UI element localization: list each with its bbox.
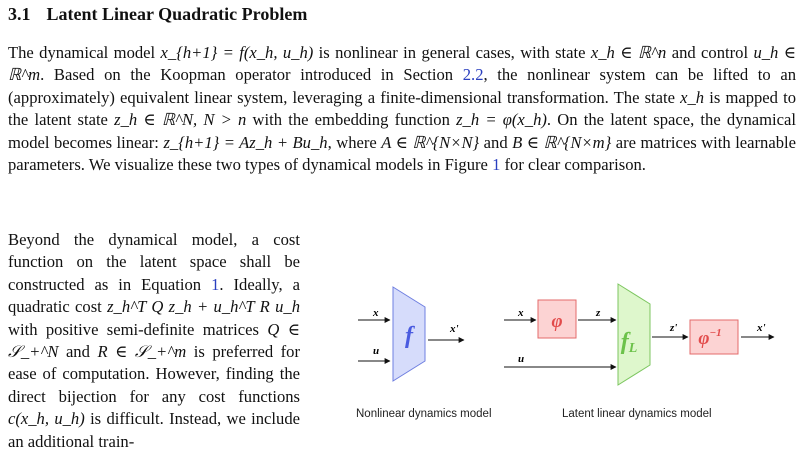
math-dynamics: x_{h+1} = f(x_h, u_h) — [160, 43, 314, 62]
f-block — [392, 286, 426, 382]
text: is nonlinear in general cases, with stat… — [313, 43, 591, 62]
paragraph-cost-function: Beyond the dynamical model, a cost funct… — [8, 229, 300, 453]
math-quadratic-cost: z_h^T Q z_h + u_h^T R u_h — [107, 297, 301, 317]
text: and — [479, 132, 513, 152]
text: The dynamical model — [8, 43, 161, 62]
section-ref-link[interactable]: 2.2 — [462, 65, 484, 85]
math-A: A ∈ ℝ^{N×N} — [381, 132, 480, 152]
text: , the nonlinear system can be lifted to … — [8, 65, 796, 107]
text: with positive semi-definite matrices — [8, 319, 268, 339]
input-x-label: x — [372, 307, 379, 319]
text: for clear comparison. — [500, 155, 646, 175]
phi-inverse-superscript: −1 — [709, 327, 721, 339]
text: . Based on the Koopman operator introduc… — [40, 65, 463, 85]
math-state: x_h ∈ ℝ^n — [590, 43, 667, 62]
f-L-main: f — [621, 329, 631, 355]
f-L-label: fL — [621, 329, 638, 356]
math-latent-state: z_h ∈ ℝ^N, N > n — [114, 110, 247, 130]
f-L-block — [617, 283, 651, 386]
text: is difficult. Instead, we include an add… — [8, 409, 300, 451]
f-label: f — [405, 323, 415, 349]
phi-inverse-main: φ — [698, 328, 709, 349]
text: is preferred for ease of computation. Ho… — [8, 342, 301, 406]
paragraph-dynamical-model: The dynamical model x_{h+1} = f(x_h, u_h… — [8, 42, 796, 176]
figure-dynamics-comparison: x u f x' x φ z u fL z' φ−1 x' Nonlinear … — [340, 270, 804, 430]
text: and — [58, 342, 98, 362]
text: and control — [666, 43, 754, 62]
f-L-subscript: L — [628, 341, 638, 356]
text: , where — [327, 132, 382, 152]
phi-encoder-block — [537, 299, 577, 339]
caption-nonlinear: Nonlinear dynamics model — [356, 408, 492, 420]
text: Beyond the dynamical model, a cost funct… — [8, 230, 300, 294]
latent-output-x-prime-label: x' — [756, 322, 766, 334]
text: is mapped to the latent state — [8, 87, 797, 130]
math-linear-dynamics: z_{h+1} = Az_h + Bu_h — [163, 132, 328, 152]
section-number: 3.1 — [8, 4, 31, 24]
output-x-prime-label: x' — [449, 323, 459, 335]
math-control: u_h ∈ ℝ^m — [8, 43, 796, 85]
math-embedding: z_h = φ(x_h) — [456, 110, 547, 130]
math-cost-fn: c(x_h, u_h) — [8, 409, 85, 429]
math-B: B ∈ ℝ^{N×m} — [512, 132, 612, 152]
input-u-label: u — [373, 345, 379, 357]
phi-label: φ — [551, 311, 562, 332]
section-heading: 3.1 Latent Linear Quadratic Problem — [8, 4, 307, 25]
figure-ref-link[interactable]: 1 — [492, 155, 501, 175]
text: . Ideally, a quadratic cost — [8, 274, 300, 317]
z-label: z — [595, 307, 601, 319]
section-title: Latent Linear Quadratic Problem — [46, 4, 308, 24]
phi-inverse-decoder-block — [689, 319, 739, 355]
phi-inverse-label: φ−1 — [698, 327, 721, 349]
math-Q: Q ∈ 𝒮_+^N — [8, 319, 300, 362]
text: with the embedding function — [246, 110, 457, 130]
latent-input-x-label: x — [517, 307, 524, 319]
z-prime-label: z' — [669, 322, 677, 334]
figure-diagram: x u f x' x φ z u fL z' φ−1 x' — [358, 283, 775, 386]
math-xh: x_h — [680, 87, 705, 107]
text: are matrices with learnable parameters. … — [8, 132, 796, 175]
text: . On the latent space, the dynamical mod… — [8, 110, 797, 152]
math-R: R ∈ 𝒮_+^m — [97, 342, 187, 362]
equation-ref-link[interactable]: 1 — [211, 274, 220, 294]
latent-input-u-label: u — [518, 353, 524, 365]
caption-latent-linear: Latent linear dynamics model — [562, 408, 712, 420]
